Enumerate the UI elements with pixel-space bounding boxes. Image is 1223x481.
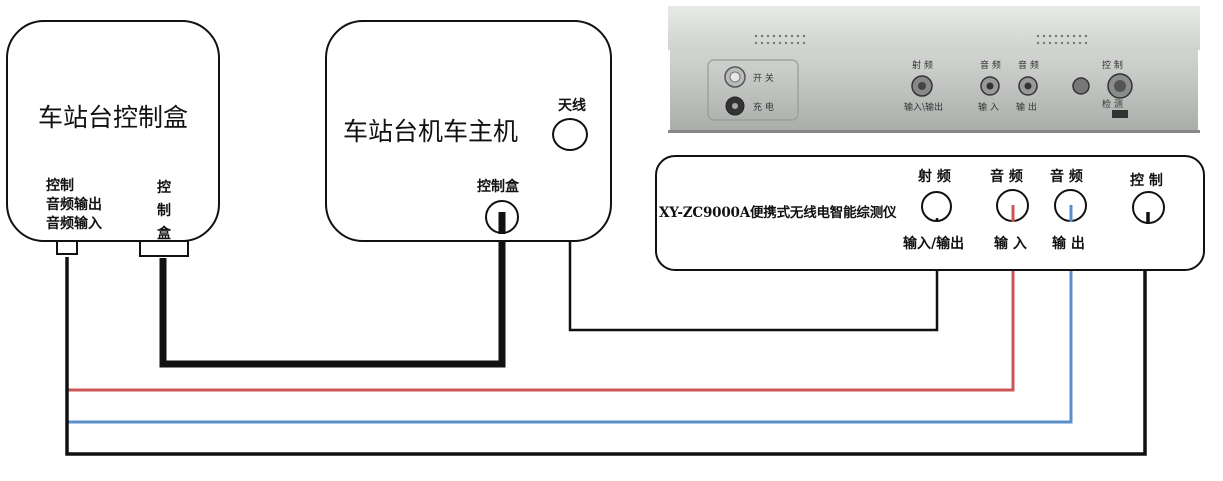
device-switch-label: 开 关 (753, 72, 774, 84)
device-audio-in-top: 音 频 (980, 59, 1001, 71)
device-audio-in-bottom: 输 入 (978, 101, 999, 113)
control-cable-black (65, 220, 1147, 456)
control-box-port-right-label: 控制盒 (157, 180, 171, 242)
host-control-port-label: 控制盒 (477, 179, 519, 195)
control-box-title: 车站台控制盒 (38, 103, 189, 132)
device-photo: 开 关 充 电 射 频 输入\输出 音 频 输 入 音 频 输 出 控 制 检 … (668, 6, 1200, 133)
host-control-port[interactable] (485, 200, 519, 234)
control-box (6, 20, 220, 242)
tester-audio-out-sub: 输 出 (1052, 236, 1085, 252)
tester-rf-label: 射 频 (918, 169, 951, 185)
tester-audio-in-sub: 输 入 (994, 236, 1027, 252)
vent-right (1036, 34, 1088, 45)
control-box-port-left[interactable] (56, 240, 78, 255)
host-antenna-label: 天线 (558, 98, 586, 114)
tester-audio-out-port[interactable] (1054, 189, 1087, 222)
device-charge-label: 充 电 (753, 101, 774, 113)
tester-rf-sub: 输入/输出 (903, 236, 965, 252)
tester-name: XY-ZC9000A便携式无线电智能综测仪 (659, 205, 897, 221)
device-rf-top: 射 频 (912, 59, 933, 71)
device-control-top: 控 制 (1102, 59, 1123, 71)
vent-left (754, 34, 806, 45)
device-usb-port-icon (1112, 110, 1128, 118)
tester-rf-port[interactable] (921, 191, 952, 222)
device-bnc-port-icon (1072, 77, 1090, 95)
device-rf-bottom: 输入\输出 (904, 101, 943, 113)
tester-audio-out-label: 音 频 (1050, 169, 1083, 185)
host-title: 车站台机车主机 (343, 117, 519, 146)
control-box-port-right[interactable] (139, 240, 189, 257)
control-box-port-left-label: 控制 音频输出 音频输入 (46, 178, 102, 232)
device-audio-out-top: 音 频 (1018, 59, 1039, 71)
power-panel (707, 59, 799, 121)
tester-control-label: 控 制 (1130, 173, 1163, 189)
control-box-cable (159, 233, 506, 368)
host-antenna-port[interactable] (552, 118, 588, 151)
tester-audio-in-label: 音 频 (990, 169, 1023, 185)
device-control-bottom: 检 测 (1102, 98, 1123, 110)
device-top (668, 6, 1200, 50)
tester-control-port[interactable] (1132, 191, 1165, 224)
tester-audio-in-port[interactable] (996, 189, 1029, 222)
device-audio-out-bottom: 输 出 (1016, 101, 1037, 113)
